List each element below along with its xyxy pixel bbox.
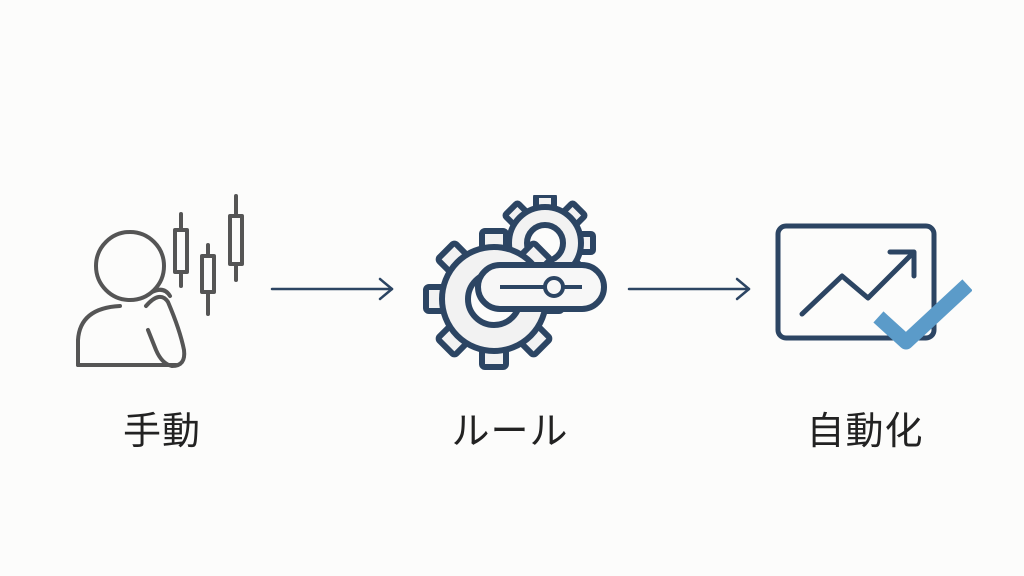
gears-toggle-icon — [423, 195, 607, 370]
step-label-manual: 手動 — [122, 409, 201, 453]
chart-check-icon — [775, 223, 972, 350]
step-label-automation: 自動化 — [806, 409, 924, 453]
person-thinking-candlestick-icon — [76, 194, 244, 368]
arrow-right-icon — [627, 277, 751, 301]
arrow-right-icon — [270, 277, 394, 301]
step-label-rules: ルール — [451, 409, 569, 453]
